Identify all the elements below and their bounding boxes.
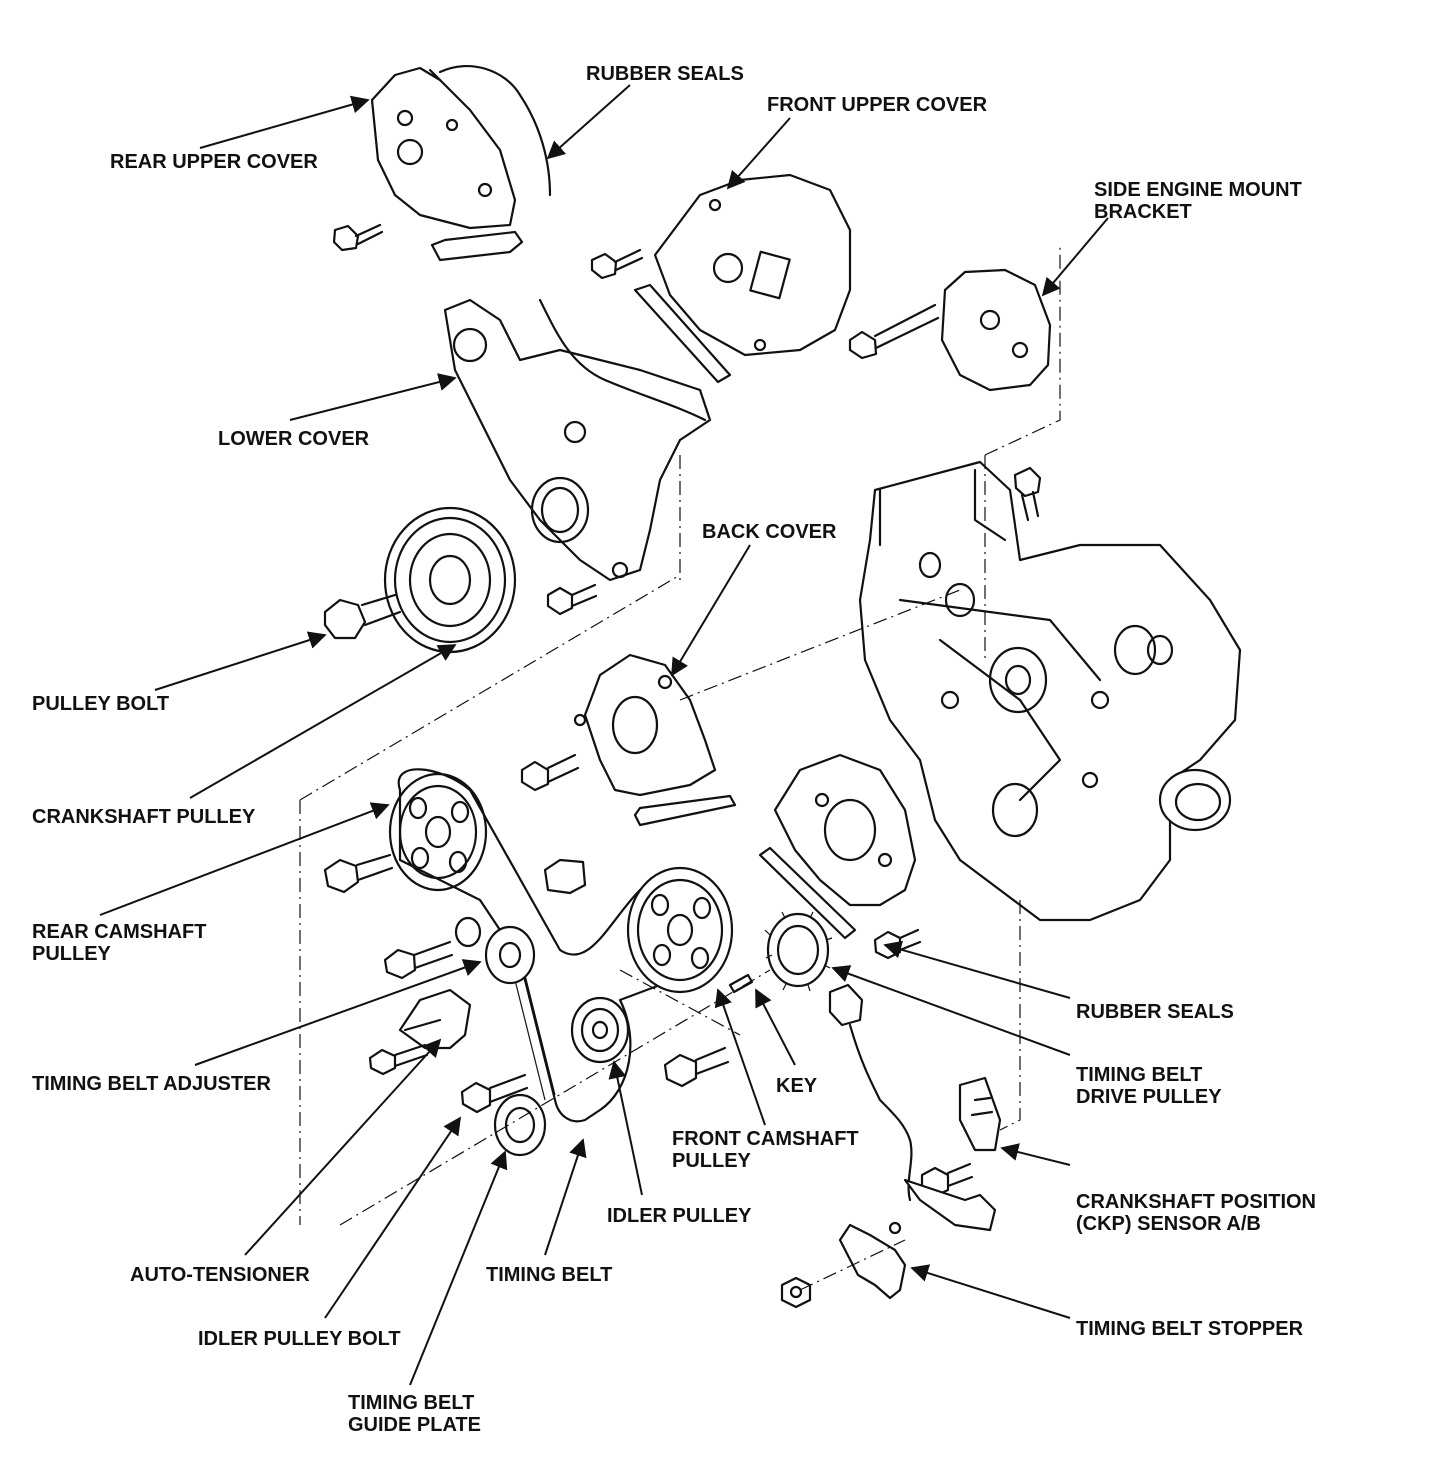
leader-lines	[99, 84, 1109, 1386]
back-cover-seal	[633, 794, 737, 827]
label-rear-camshaft-pulley-line2: PULLEY	[32, 943, 112, 965]
lower-cover	[443, 298, 712, 582]
idler-pulley	[570, 996, 630, 1064]
label-rubber-seals-right: RUBBER SEALS	[1076, 1001, 1234, 1023]
timing-belt-adjuster	[484, 925, 536, 985]
label-rear-camshaft-pulley-line1: REAR CAMSHAFT	[32, 921, 206, 943]
rear-camshaft-bolt	[323, 853, 394, 894]
callout-labels: RUBBER SEALS FRONT UPPER COVER REAR UPPE…	[32, 63, 1316, 1436]
auto-tensioner	[398, 988, 472, 1050]
label-side-engine-mount-bracket-line1: SIDE ENGINE MOUNT	[1094, 179, 1302, 201]
label-timing-belt-adjuster: TIMING BELT ADJUSTER	[32, 1073, 271, 1095]
label-timing-belt-stopper: TIMING BELT STOPPER	[1076, 1318, 1304, 1340]
rubber-seal-top	[438, 64, 552, 197]
front-upper-cover-bolt	[590, 248, 644, 280]
label-front-camshaft-pulley-line1: FRONT CAMSHAFT	[672, 1128, 859, 1150]
label-lower-cover: LOWER COVER	[218, 428, 370, 450]
ckp-bracket	[903, 1178, 997, 1232]
adjuster-spacer	[454, 916, 482, 948]
tensioner-bolt	[368, 1043, 429, 1076]
lower-cover-seal	[538, 298, 707, 422]
key	[728, 973, 754, 994]
label-timing-belt-guide-plate-line1: TIMING BELT	[348, 1392, 474, 1414]
rear-upper-cover-seal-strip	[430, 230, 524, 262]
stopper-nut	[780, 1276, 812, 1309]
front-upper-cover	[653, 173, 852, 357]
engine-bolt	[1013, 466, 1042, 522]
ckp-sensor	[828, 983, 1002, 1202]
crankshaft-pulley	[383, 506, 517, 654]
label-idler-pulley: IDLER PULLEY	[607, 1205, 752, 1227]
engine-block	[858, 460, 1242, 922]
rubber-seal-right	[758, 846, 857, 940]
label-crankshaft-pulley: CRANKSHAFT PULLEY	[32, 806, 256, 828]
label-rear-upper-cover: REAR UPPER COVER	[110, 151, 318, 173]
front-upper-cover-seal	[633, 283, 732, 384]
label-timing-belt-guide-plate-line2: GUIDE PLATE	[348, 1414, 481, 1436]
label-ckp-sensor-line2: (CKP) SENSOR A/B	[1076, 1213, 1261, 1235]
lower-cover-bolt	[546, 583, 598, 616]
timing-belt-drive-pulley	[764, 911, 833, 992]
front-camshaft-bolt	[663, 1046, 730, 1088]
front-camshaft-pulley	[626, 866, 734, 994]
label-ckp-sensor-line1: CRANKSHAFT POSITION	[1076, 1191, 1316, 1213]
label-side-engine-mount-bracket-line2: BRACKET	[1094, 201, 1192, 223]
adjuster-bolt	[383, 940, 454, 980]
label-timing-belt-drive-pulley-line1: TIMING BELT	[1076, 1064, 1202, 1086]
engine-back-plate	[773, 753, 917, 907]
side-engine-mount-bolt	[848, 303, 940, 360]
label-timing-belt-drive-pulley-line2: DRIVE PULLEY	[1076, 1086, 1222, 1108]
label-front-upper-cover: FRONT UPPER COVER	[767, 94, 988, 116]
label-pulley-bolt: PULLEY BOLT	[32, 693, 169, 715]
alignment-lines	[299, 245, 1061, 1291]
label-idler-pulley-bolt: IDLER PULLEY BOLT	[198, 1328, 401, 1350]
timing-belt-guide-plate	[493, 1093, 547, 1157]
label-auto-tensioner: AUTO-TENSIONER	[130, 1264, 310, 1286]
label-timing-belt: TIMING BELT	[486, 1264, 612, 1286]
side-engine-mount-bracket	[940, 268, 1052, 392]
label-back-cover: BACK COVER	[702, 521, 837, 543]
label-key: KEY	[776, 1075, 818, 1097]
label-rubber-seals-top: RUBBER SEALS	[586, 63, 744, 85]
idler-pulley-bolt	[460, 1073, 529, 1114]
rear-upper-cover	[370, 66, 517, 230]
rear-upper-cover-bolt	[332, 223, 384, 252]
back-cover	[573, 653, 717, 797]
timing-belt-stopper	[838, 1221, 907, 1300]
back-cover-bolt	[520, 753, 580, 792]
spacer-collar	[543, 858, 587, 895]
label-front-camshaft-pulley-line2: PULLEY	[672, 1150, 752, 1172]
pulley-bolt	[323, 593, 402, 640]
rear-camshaft-pulley	[388, 772, 488, 892]
oil-seal	[1158, 768, 1232, 832]
